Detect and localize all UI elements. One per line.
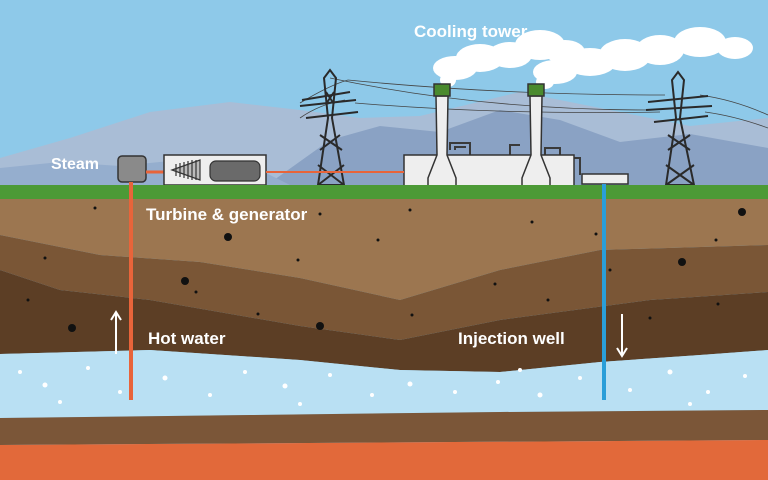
arrow-up-icon (110, 310, 122, 354)
tower-cap (527, 83, 545, 97)
label-cooling-tower: Cooling tower (414, 22, 528, 41)
steam-cloud-icon (533, 27, 753, 89)
grass (0, 185, 768, 199)
injection-well-pipe (602, 184, 606, 400)
label-hot-water: Hot water (148, 329, 226, 348)
soil-dots (26, 206, 746, 332)
injection-pump (581, 173, 629, 185)
pylon-icon (299, 68, 359, 186)
generator-icon (209, 160, 261, 182)
aquifer (0, 350, 768, 418)
label-turbine-generator: Turbine & generator (146, 205, 308, 224)
production-well (129, 182, 133, 400)
label-injection-well: Injection well (458, 329, 565, 348)
soil-top (0, 199, 768, 300)
label-steam: Steam (51, 156, 100, 173)
mountains-front (260, 110, 768, 190)
pylon-icon (645, 70, 713, 186)
tower-cap (433, 83, 451, 97)
water-bubbles (18, 366, 747, 406)
arrow-down-icon (616, 314, 628, 358)
soil-deep (0, 270, 768, 372)
turbine-icon (170, 159, 201, 181)
soil-mid (0, 235, 768, 340)
steam-separator (117, 155, 147, 183)
bedrock (0, 410, 768, 445)
magma-layer (0, 440, 768, 480)
